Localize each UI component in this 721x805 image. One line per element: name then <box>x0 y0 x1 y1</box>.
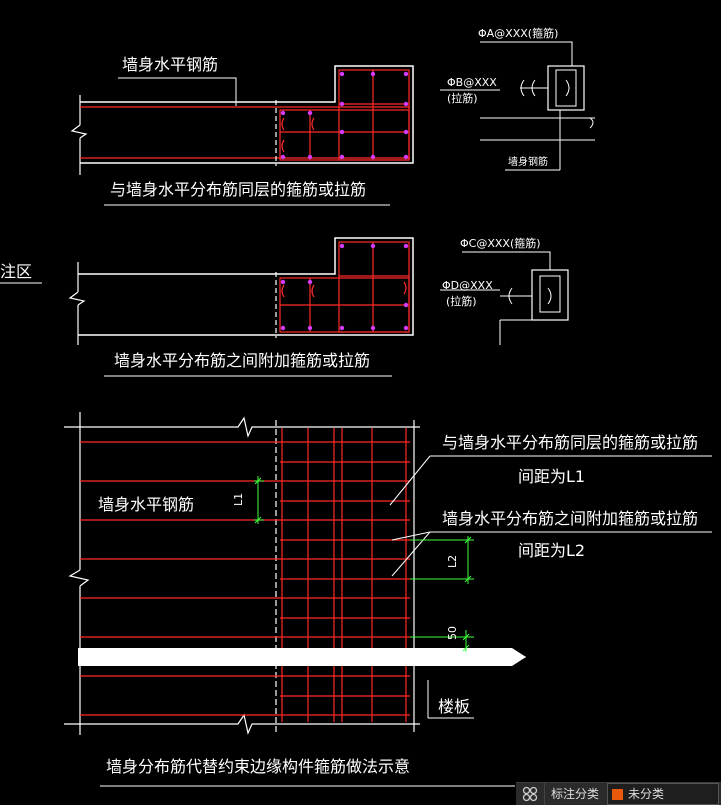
label-floor-slab: 楼板 <box>438 697 470 716</box>
annotation-category-value: 未分类 <box>628 787 665 801</box>
inset-detail-2 <box>440 251 569 345</box>
wall-elevation-detail <box>64 412 712 787</box>
annotation-category-bar: 标注分类 未分类 <box>516 782 721 805</box>
label-wall-horizontal-rebar-top: 墙身水平钢筋 <box>122 55 218 74</box>
category-color-swatch <box>612 788 624 800</box>
annot-spacing-l2: 间距为L2 <box>518 541 585 560</box>
inset2-tie-sublabel: (拉筋) <box>446 294 477 308</box>
annot-spacing-l1: 间距为L1 <box>518 467 585 486</box>
label-zone-fragment: 注区 <box>0 262 32 281</box>
dimension-l1 <box>254 476 264 524</box>
inset1-stirrup-label: ΦA@XXX(箍筋) <box>478 26 558 40</box>
annotation-category-dropdown[interactable]: 未分类 <box>607 783 719 805</box>
dimension-l2 <box>410 536 474 584</box>
inset-detail-1 <box>440 41 595 171</box>
wall-section-detail-1 <box>70 65 414 206</box>
grid-icon[interactable] <box>516 783 544 805</box>
label-wall-horizontal-rebar-mid: 墙身水平钢筋 <box>98 495 194 514</box>
inset1-wall-rebar-label: 墙身钢筋 <box>508 155 548 168</box>
annot-between: 墙身水平分布筋之间附加箍筋或拉筋 <box>442 509 698 528</box>
caption-detail-2: 墙身水平分布筋之间附加箍筋或拉筋 <box>114 351 370 370</box>
wall-section-detail-2 <box>68 237 414 377</box>
inset2-tie-label: ΦD@XXX <box>442 279 493 292</box>
dim-50-label: 50 <box>446 626 459 640</box>
inset2-stirrup-label: ΦC@XXX(箍筋) <box>460 236 541 250</box>
dim-l1-label: L1 <box>232 493 245 506</box>
dim-l2-label: L2 <box>446 555 459 568</box>
annot-same-layer: 与墙身水平分布筋同层的箍筋或拉筋 <box>442 433 698 452</box>
dimension-50 <box>410 630 474 652</box>
inset1-tie-label: ΦB@XXX <box>447 76 497 89</box>
caption-elevation: 墙身分布筋代替约束边缘构件箍筋做法示意 <box>106 757 410 776</box>
annotation-category-label: 标注分类 <box>544 783 607 805</box>
inset1-tie-sublabel: (拉筋) <box>447 91 478 105</box>
caption-detail-1: 与墙身水平分布筋同层的箍筋或拉筋 <box>110 180 366 199</box>
